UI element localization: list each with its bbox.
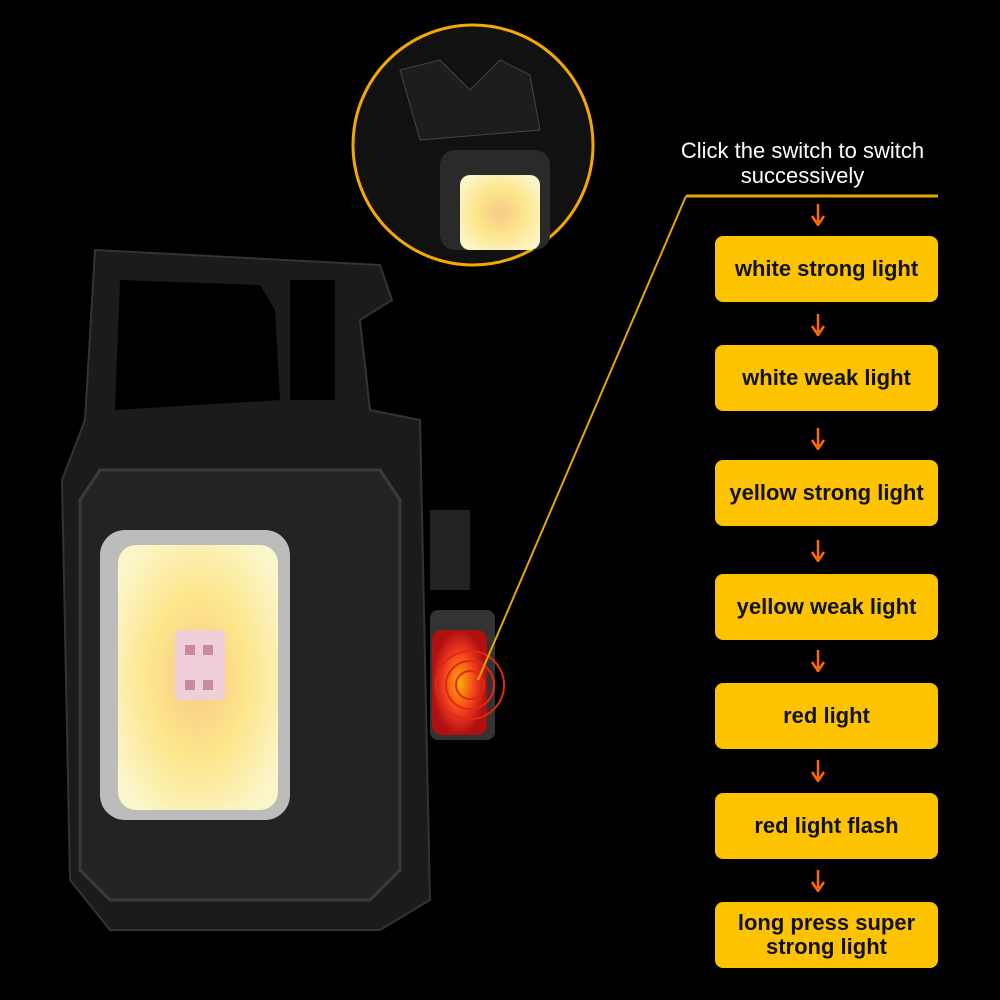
mode-step-label: white strong light [734,256,919,281]
mode-step-label: white weak light [742,365,911,390]
down-arrow-icon [810,870,826,892]
mode-step: yellow strong light [715,460,938,526]
mode-step-label: red light flash [754,813,899,838]
mode-step: white strong light [715,236,938,302]
mode-step: long press super strong light [715,902,938,968]
down-arrow-icon [810,314,826,336]
power-switch [432,630,487,735]
mode-step-label: red light [783,703,870,728]
mode-step: yellow weak light [715,574,938,640]
mode-step: red light [715,683,938,749]
mode-step-label: long press super strong light [737,910,916,959]
mode-step-label: yellow weak light [736,594,917,619]
down-arrow-icon [810,204,826,226]
detail-inset [351,23,595,267]
press-ripple-icon [435,650,505,720]
flashlight-body [60,248,505,931]
mode-step-label: yellow strong light [729,480,924,505]
down-arrow-icon [810,760,826,782]
mode-step: white weak light [715,345,938,411]
instruction-caption: Click the switch to switch successively [680,138,925,188]
down-arrow-icon [810,428,826,450]
down-arrow-icon [810,540,826,562]
mode-step: red light flash [715,793,938,859]
down-arrow-icon [810,650,826,672]
callout-line [477,195,687,681]
